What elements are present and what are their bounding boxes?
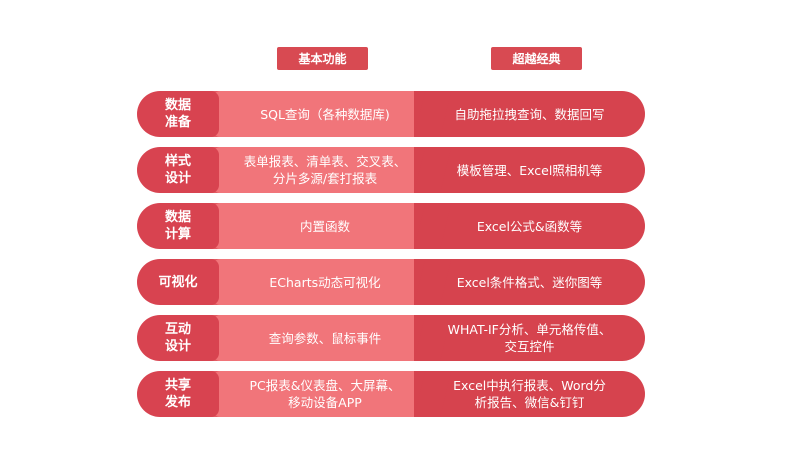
category-label: 数据 准备: [164, 98, 191, 130]
header-basic-features: 基本功能: [277, 47, 368, 70]
category-pill: 数据 计算: [137, 203, 219, 249]
basic-cell-text: 表单报表、清单表、交叉表、 分片多源/套打报表: [243, 154, 407, 186]
category-label: 数据 计算: [164, 210, 191, 242]
advanced-cell-text: 模板管理、Excel照相机等: [456, 162, 603, 178]
advanced-cell-text: Excel条件格式、迷你图等: [456, 274, 603, 290]
header-beyond-classic: 超越经典: [491, 47, 582, 70]
basic-cell-text: 内置函数: [299, 218, 350, 234]
category-pill: 可视化: [137, 259, 219, 305]
advanced-cell: Excel条件格式、迷你图等: [414, 259, 645, 305]
advanced-cell-text: Excel中执行报表、Word分 析报告、微信&钉钉: [453, 378, 606, 410]
feature-row-data-calc: 数据 计算 内置函数 Excel公式&函数等: [0, 203, 803, 249]
basic-cell-text: ECharts动态可视化: [269, 274, 381, 290]
feature-row-visualization: 可视化 ECharts动态可视化 Excel条件格式、迷你图等: [0, 259, 803, 305]
category-pill: 数据 准备: [137, 91, 219, 137]
basic-cell-text: SQL查询（各种数据库): [260, 106, 390, 122]
category-label: 互动 设计: [164, 322, 191, 354]
advanced-cell: 模板管理、Excel照相机等: [414, 147, 645, 193]
basic-cell-text: PC报表&仪表盘、大屏幕、 移动设备APP: [249, 378, 401, 410]
basic-cell: ECharts动态可视化: [214, 259, 436, 305]
category-pill: 样式 设计: [137, 147, 219, 193]
basic-cell: 表单报表、清单表、交叉表、 分片多源/套打报表: [214, 147, 436, 193]
feature-row-style-design: 样式 设计 表单报表、清单表、交叉表、 分片多源/套打报表 模板管理、Excel…: [0, 147, 803, 193]
feature-row-interaction: 互动 设计 查询参数、鼠标事件 WHAT-IF分析、单元格传值、 交互控件: [0, 315, 803, 361]
advanced-cell: WHAT-IF分析、单元格传值、 交互控件: [414, 315, 645, 361]
basic-cell: SQL查询（各种数据库): [214, 91, 436, 137]
feature-row-data-prep: 数据 准备 SQL查询（各种数据库) 自助拖拉拽查询、数据回写: [0, 91, 803, 137]
advanced-cell: 自助拖拉拽查询、数据回写: [414, 91, 645, 137]
category-label: 共享 发布: [164, 378, 191, 410]
advanced-cell-text: Excel公式&函数等: [476, 218, 583, 234]
advanced-cell-text: WHAT-IF分析、单元格传值、 交互控件: [447, 322, 612, 354]
feature-row-share-publish: 共享 发布 PC报表&仪表盘、大屏幕、 移动设备APP Excel中执行报表、W…: [0, 371, 803, 417]
category-pill: 互动 设计: [137, 315, 219, 361]
basic-cell: 查询参数、鼠标事件: [214, 315, 436, 361]
advanced-cell: Excel公式&函数等: [414, 203, 645, 249]
advanced-cell-text: 自助拖拉拽查询、数据回写: [454, 106, 605, 122]
advanced-cell: Excel中执行报表、Word分 析报告、微信&钉钉: [414, 371, 645, 417]
category-pill: 共享 发布: [137, 371, 219, 417]
basic-cell-text: 查询参数、鼠标事件: [268, 330, 382, 346]
basic-cell: PC报表&仪表盘、大屏幕、 移动设备APP: [214, 371, 436, 417]
basic-cell: 内置函数: [214, 203, 436, 249]
category-label: 样式 设计: [164, 154, 191, 186]
category-label: 可视化: [158, 274, 198, 290]
